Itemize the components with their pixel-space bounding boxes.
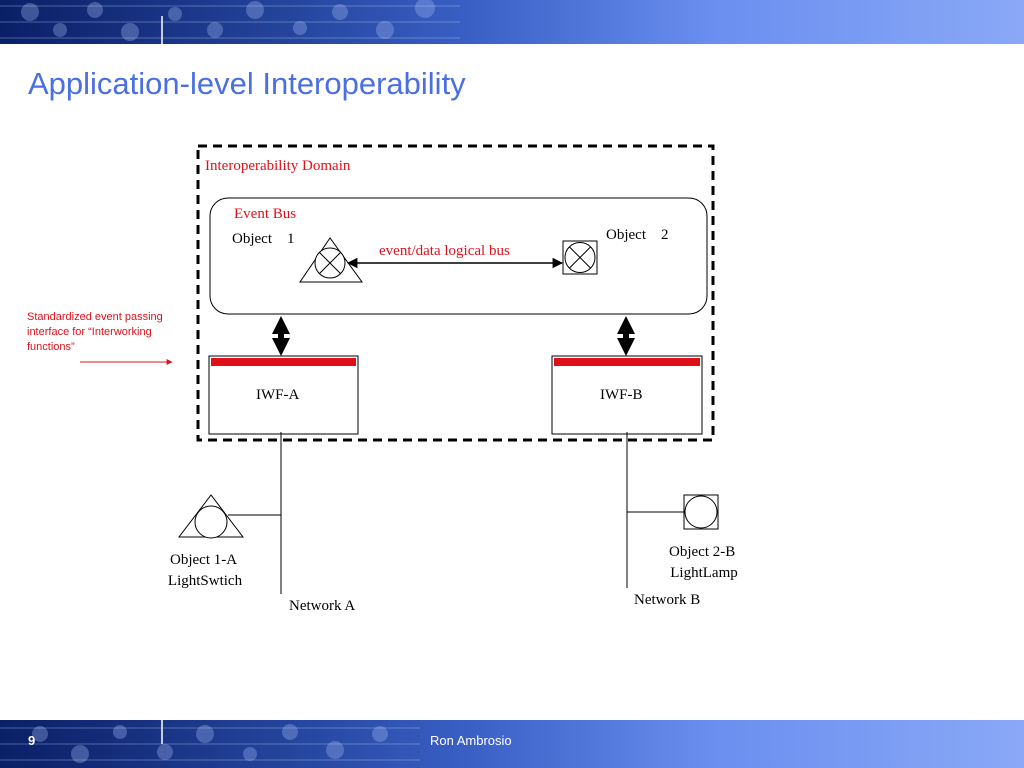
iwf-b-label: IWF-B: [600, 387, 643, 403]
iwf-a-link-arrow: [272, 316, 290, 356]
logical-bus-label: event/data logical bus: [379, 243, 510, 259]
object-1a-label: Object 1-A LightSwtich: [168, 552, 243, 589]
iwf-a-interface-bar: [211, 358, 356, 366]
object-2b-label-line: LightLamp: [670, 565, 738, 581]
object-1a-label-line: LightSwtich: [168, 573, 243, 589]
object-2b-label-line: Object 2-B: [669, 544, 735, 560]
network-b-label: Network B: [634, 592, 700, 608]
page-number: 9: [28, 733, 36, 748]
bottom-banner-pattern: [0, 720, 420, 763]
object-1-label: Object 1: [232, 231, 294, 247]
event-bus-box: [209, 197, 708, 315]
interface-annotation: Standardized event passing interface for…: [27, 311, 166, 353]
footer-author: Ron Ambrosio: [430, 733, 512, 748]
iwf-b-link-arrow: [617, 316, 635, 356]
iwf-a-box: [208, 355, 359, 435]
interface-annotation-line: interface for “Interworking: [27, 326, 152, 338]
interoperability-domain-box: [196, 144, 715, 442]
event-bus-label: Event Bus: [234, 206, 296, 222]
slide-title: Application-level Interoperability: [28, 66, 466, 101]
object-2-label: Object 2: [606, 227, 668, 243]
iwf-a-label: IWF-A: [256, 387, 299, 403]
iwf-b-interface-bar: [554, 358, 700, 366]
object-2b-label: Object 2-B LightLamp: [669, 544, 739, 581]
interface-annotation-line: functions”: [27, 341, 75, 353]
iwf-b-box: [551, 355, 703, 435]
interface-annotation-line: Standardized event passing: [27, 311, 163, 323]
object-1a-symbol: [177, 494, 245, 539]
network-a-label: Network A: [289, 598, 355, 614]
top-banner: [0, 0, 1024, 44]
interoperability-domain-label: Interoperability Domain: [205, 158, 351, 174]
interoperability-diagram: Interoperability Domain Event Bus Object…: [27, 144, 739, 614]
object-1a-label-line: Object 1-A: [170, 552, 237, 568]
top-banner-pattern: [0, 0, 460, 44]
object-2b-symbol: [683, 494, 719, 530]
object-2-symbol: [562, 240, 598, 275]
bottom-banner: [0, 720, 1024, 768]
object-1-symbol: [299, 237, 363, 283]
